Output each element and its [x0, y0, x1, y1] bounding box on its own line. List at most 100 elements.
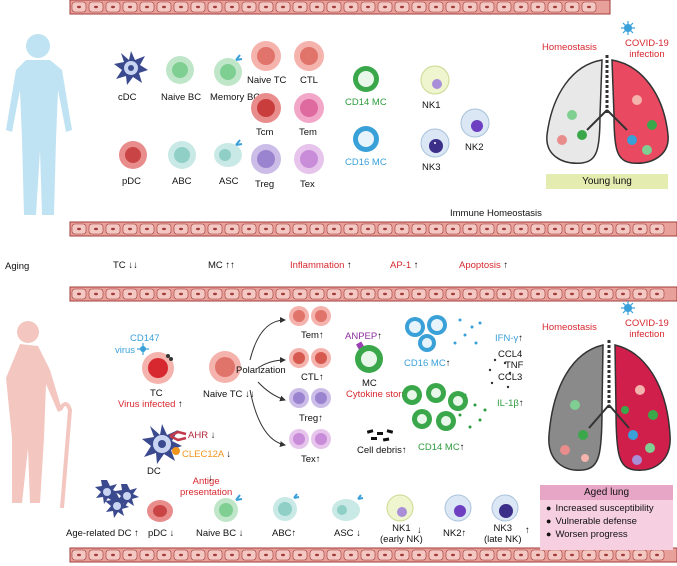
vessel-strip [69, 221, 677, 237]
naive-tc-label: Naive TC ↓↓ [203, 389, 255, 400]
label-asc: ASC [219, 176, 239, 187]
aged-covid-label: COVID-19 infection [625, 318, 669, 340]
infected-tc-icon [142, 352, 174, 384]
asc-bottom-label: ASC ↓ [334, 528, 361, 539]
virus-label: virus [115, 345, 136, 356]
treg-pair-icon [289, 388, 331, 408]
label-treg: Treg [255, 179, 275, 190]
label-nk2: NK2 [465, 142, 484, 153]
cd16mc-cluster-icon [405, 315, 447, 352]
virus-icon [621, 21, 635, 35]
nk3-bottom-arrow: ↑ [525, 525, 530, 536]
age-related-dc-label: Age-related DC ↑ [66, 528, 139, 539]
ctl-label: CTL↑ [301, 372, 324, 383]
cell-cdc-icon [114, 51, 148, 85]
cell-abc-icon [168, 141, 196, 169]
anpep-label: ANPEP↑ [345, 331, 382, 342]
label-cdc: cDC [118, 92, 137, 103]
ifn-label: IFN-γ↑ [495, 333, 523, 344]
ccl4-label: CCL4 [498, 349, 523, 360]
nk3-bottom-label: NK3 (late NK) [484, 523, 522, 545]
antigen-presentation-arrow: ↓ [208, 473, 213, 484]
label-tex: Tex [300, 179, 315, 190]
pdc-bottom-label: pDC ↓ [148, 528, 175, 539]
label-naive-bc: Naive BC [161, 92, 202, 103]
tnf-label: TNF [505, 360, 524, 371]
cell-pdc-icon [119, 141, 147, 169]
label-tem: Tem [299, 127, 317, 138]
label-ctl: CTL [300, 75, 318, 86]
ahr-label: AHR ↓ [188, 430, 216, 441]
aging-inflammation: Inflammation ↑ [290, 260, 352, 271]
cell-cd16mc-icon [353, 126, 379, 152]
aging-mc: MC ↑↑ [208, 260, 235, 271]
cell-debris-icon [366, 429, 394, 442]
abc-bottom-icon [273, 493, 300, 521]
cell-debris-label: Cell debris↑ [357, 445, 407, 456]
il1b-label: IL-1β↑ [497, 398, 524, 409]
cell-treg-icon [251, 144, 281, 174]
elderly-person-silhouette [6, 321, 73, 509]
naive-bc-bottom-label: Naive BC ↓ [196, 528, 244, 539]
nk1-bottom-label: NK1 (early NK) [380, 523, 423, 545]
cell-nk1-icon [420, 65, 450, 95]
anpep-mc-icon [355, 341, 383, 373]
nk1-bottom-icon [386, 494, 414, 522]
cd14mc-label: CD14 MC↑ [418, 442, 465, 453]
cd16mc-label: CD16 MC↑ [404, 358, 451, 369]
aged-lung-list: Increased susceptibility Vulnerable defe… [540, 500, 673, 541]
cell-memory-bc-icon [214, 54, 243, 86]
treg-label: Treg↑ [299, 413, 323, 424]
cd147-label: CD147 [130, 333, 160, 344]
immune-homeostasis-label: Immune Homeostasis [450, 208, 542, 219]
polarization-arrows [249, 317, 286, 447]
young-homeostasis-label: Homeostasis [542, 42, 597, 53]
label-cd14mc: CD14 MC [345, 97, 387, 108]
label-naive-tc: Naive TC [247, 75, 287, 86]
ccl3-label: CCL3 [498, 372, 523, 383]
cell-asc-icon [214, 139, 243, 167]
pdc-bottom-icon [147, 500, 173, 522]
young-covid-label: COVID-19 infection [625, 38, 669, 60]
aged-lung-illustration [548, 340, 671, 471]
nk2-bottom-label: NK2↑ [443, 528, 467, 539]
tem-pair-icon [289, 306, 331, 326]
cell-nk3-icon [420, 128, 450, 158]
dc-label: DC [147, 466, 161, 477]
antigen-presentation-label: Antige presentation [180, 476, 233, 498]
aging-label: Aging [5, 261, 30, 272]
virus-icon [621, 301, 635, 315]
virus-infected-label: Virus infected ↑ [118, 399, 183, 410]
aged-lung-title: Aged lung [540, 485, 673, 500]
vessel-strip [69, 0, 611, 15]
aging-apoptosis: Apoptosis ↑ [459, 260, 509, 271]
dc-icon [142, 424, 182, 464]
tex-pair-icon [289, 429, 331, 449]
label-nk1: NK1 [422, 100, 441, 111]
clec12a-label: CLEC12A ↓ [182, 449, 232, 460]
cell-tem-icon [294, 93, 324, 123]
tem-label: Tem↑ [301, 330, 324, 341]
nk1-bottom-arrow: ↓ [417, 525, 422, 536]
cd14mc-cluster-icon [402, 383, 468, 431]
aged-item-progress: Worsen progress [546, 528, 673, 541]
nk2-bottom-icon [444, 494, 472, 522]
tex-label: Tex↑ [301, 454, 321, 465]
cell-tcm-icon [251, 93, 281, 123]
naive-bc-bottom-icon [214, 494, 243, 522]
young-lung-illustration [546, 55, 669, 164]
age-related-dc-icon [95, 480, 139, 518]
aging-ap1: AP-1 ↑ [390, 260, 419, 271]
young-lung-caption: Young lung [546, 174, 668, 189]
aging-tc: TC ↓↓ [113, 260, 138, 271]
cell-naive-tc-icon [251, 41, 281, 71]
aged-homeostasis-label: Homeostasis [542, 322, 597, 333]
label-nk3: NK3 [422, 162, 441, 173]
label-abc: ABC [172, 176, 192, 187]
vessel-strip [69, 547, 677, 563]
vessel-strip [69, 286, 677, 302]
clec12a-receptor-icon [172, 447, 180, 455]
polarization-label: Polarization [236, 365, 286, 376]
label-cd16mc: CD16 MC [345, 157, 387, 168]
mc-label: MC [362, 378, 377, 389]
